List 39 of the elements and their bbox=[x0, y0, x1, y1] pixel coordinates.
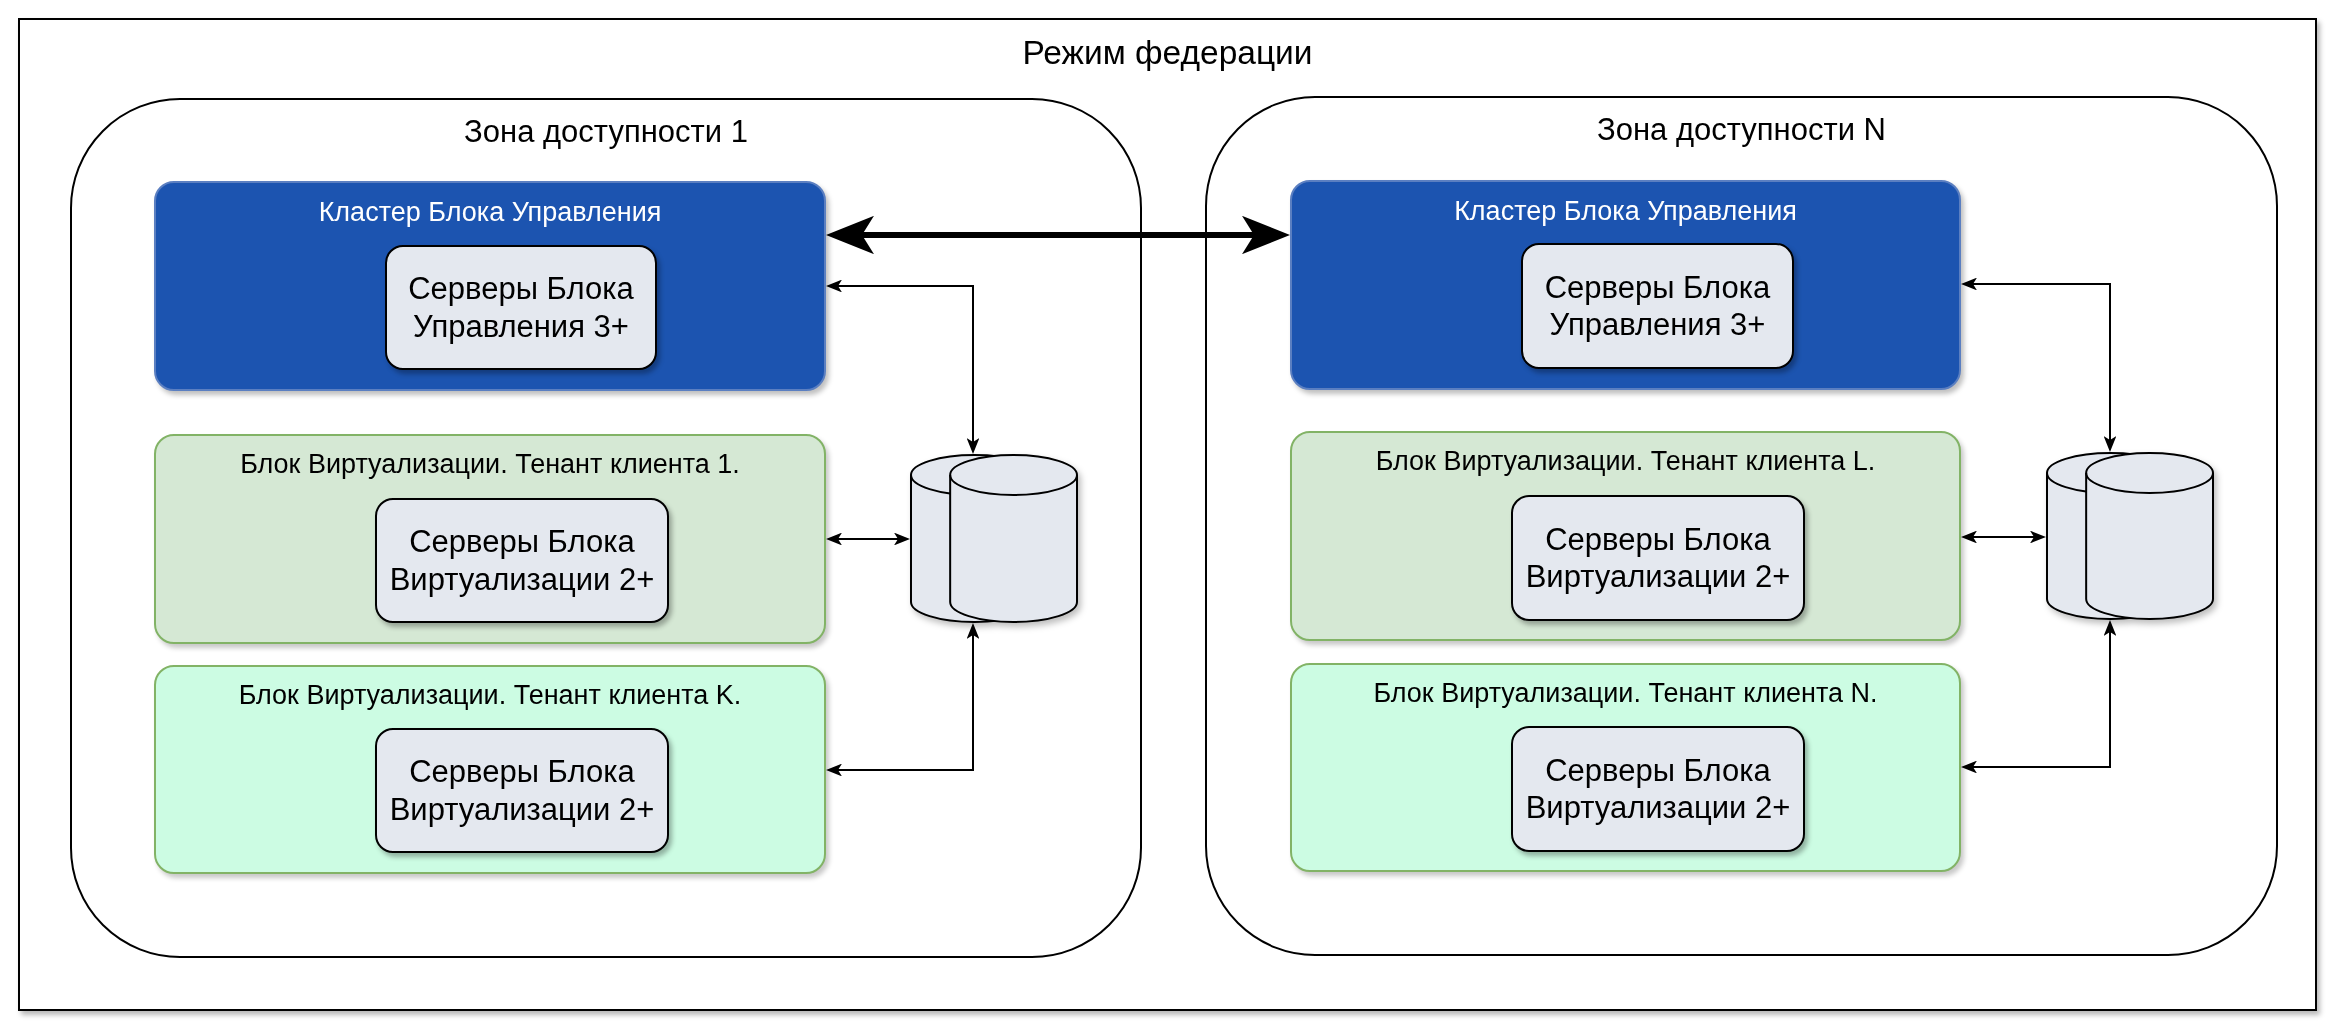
database-icon bbox=[2046, 452, 2214, 620]
cluster-title: Кластер Блока Управления bbox=[318, 197, 662, 229]
server-label: Серверы Блока Управления 3+ bbox=[1543, 268, 1772, 344]
server-box bbox=[385, 245, 657, 370]
server-label: Серверы Блока Виртуализации 2+ bbox=[1524, 751, 1792, 827]
tenant-panel bbox=[154, 665, 826, 874]
zone-panel bbox=[1205, 96, 2278, 956]
arrow-connector bbox=[1961, 530, 2046, 544]
server-label: Серверы Блока Виртуализации 2+ bbox=[1524, 520, 1792, 596]
server-box bbox=[375, 728, 669, 853]
arrow-connector bbox=[1961, 277, 2117, 452]
server-label: Серверы Блока Виртуализации 2+ bbox=[388, 523, 656, 598]
zone-title: Зона доступности N bbox=[1597, 112, 1886, 148]
server-label: Серверы Блока Управления 3+ bbox=[407, 270, 635, 345]
server-label: Серверы Блока Виртуализации 2+ bbox=[388, 753, 656, 828]
zone-panel bbox=[70, 98, 1142, 958]
server-box bbox=[375, 498, 669, 623]
cluster-panel bbox=[1290, 180, 1961, 390]
server-box bbox=[1511, 495, 1805, 621]
cluster-title: Кластер Блока Управления bbox=[1454, 196, 1797, 228]
thick-arrow-connector bbox=[826, 215, 1290, 255]
diagram-frame bbox=[18, 18, 2317, 1011]
server-box bbox=[1521, 243, 1794, 369]
arrow-connector bbox=[826, 279, 980, 454]
server-box bbox=[1511, 726, 1805, 852]
cluster-panel bbox=[154, 181, 826, 391]
frame-label: Режим федерации bbox=[1022, 34, 1313, 73]
tenant-panel bbox=[1290, 431, 1961, 641]
zone-title: Зона доступности 1 bbox=[464, 114, 748, 150]
arrow-connector bbox=[826, 532, 910, 546]
tenant-panel bbox=[1290, 663, 1961, 872]
tenant-panel bbox=[154, 434, 826, 644]
tenant-title: Блок Виртуализации. Тенант клиента K. bbox=[238, 680, 742, 712]
arrow-connector bbox=[1961, 620, 2117, 774]
database-icon bbox=[910, 454, 1078, 623]
tenant-title: Блок Виртуализации. Тенант клиента 1. bbox=[240, 449, 740, 481]
tenant-title: Блок Виртуализации. Тенант клиента L. bbox=[1375, 446, 1876, 478]
tenant-title: Блок Виртуализации. Тенант клиента N. bbox=[1373, 678, 1878, 710]
arrow-connector bbox=[826, 623, 980, 777]
